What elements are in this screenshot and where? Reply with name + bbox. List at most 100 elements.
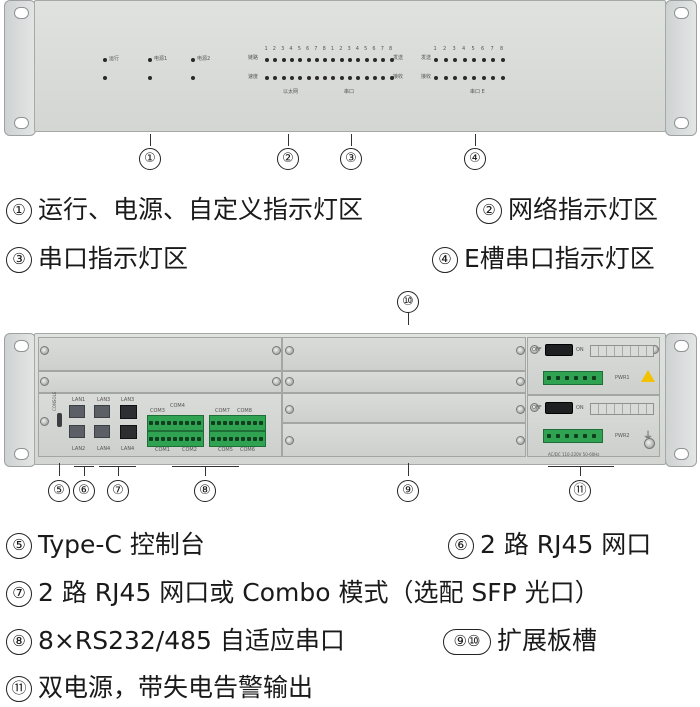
callout-line [351, 134, 352, 146]
indicator-led [331, 76, 336, 80]
indicator-led [289, 76, 294, 80]
port-number: 5 [297, 46, 301, 52]
rj45-port-lan3[interactable] [94, 405, 110, 418]
port-number: 3 [281, 46, 285, 52]
terminal-pin [223, 437, 227, 441]
terminal-pin [583, 434, 587, 438]
rj45-port-lan4[interactable] [94, 425, 110, 438]
row-label: 速度 [248, 74, 259, 80]
indicator-led [389, 58, 394, 62]
switch-off-label: OFF [532, 405, 542, 411]
indicator-led [453, 76, 457, 80]
indicator-led [500, 76, 505, 80]
indicator-led [314, 76, 319, 80]
terminal-pin [235, 437, 239, 441]
expansion-slot [282, 423, 526, 457]
status-led-label: 电源2 [197, 56, 211, 62]
terminal-pin [211, 437, 215, 441]
indicator-led [381, 76, 386, 80]
indicator-led [273, 76, 278, 80]
terminal-pin [211, 421, 215, 425]
terminal-pin [155, 437, 159, 441]
indicator-led [434, 76, 438, 80]
caption-number: ⑧ [6, 629, 32, 655]
caption-text: 扩展板槽 [497, 626, 598, 655]
screw [285, 436, 294, 445]
indicator-led [372, 76, 377, 80]
indicator-led [339, 58, 344, 62]
com-label: COM6 [240, 447, 255, 453]
terminal-pin [583, 376, 587, 380]
indicator-led [372, 58, 377, 62]
indicator-led [472, 58, 476, 62]
caption-number: ② [476, 198, 502, 224]
rj45-port-lan2[interactable] [69, 425, 85, 438]
power-switch-2[interactable] [545, 402, 573, 414]
terminal-pin [197, 437, 201, 441]
row-label: 链路 [248, 55, 259, 61]
callout-line [205, 466, 206, 476]
callout-4: ④ [464, 148, 486, 170]
indicator-led [306, 76, 311, 80]
callout-2: ② [277, 148, 299, 170]
indicator-led [356, 58, 361, 62]
row-label: 发送 [421, 55, 432, 61]
sfp-combo-port[interactable] [120, 405, 137, 419]
row-label: 接收 [421, 74, 432, 80]
callout-9: ⑨ [397, 480, 419, 502]
power-terminal-2[interactable] [543, 429, 603, 443]
spec-label-strip [590, 345, 654, 357]
terminal-pin [217, 437, 221, 441]
indicator-led [481, 58, 486, 62]
com-label: COM3 [150, 408, 165, 414]
sfp-combo-port[interactable] [120, 425, 137, 439]
callout-line [548, 466, 614, 467]
switch-on-label: ON [576, 347, 584, 353]
power-terminal-1[interactable] [543, 371, 603, 385]
row-label: 发送 [393, 55, 404, 61]
screw [516, 436, 525, 445]
callout-line [150, 134, 151, 146]
callout-line [84, 466, 85, 476]
rj45-port-lan1[interactable] [69, 405, 85, 418]
screw [516, 405, 525, 414]
caption-text: 2 路 RJ45 网口或 Combo 模式（选配 SFP 光口） [38, 578, 600, 607]
warning-icon [641, 370, 655, 382]
front-faceplate [34, 0, 666, 132]
port-number: 1 [433, 46, 437, 52]
power-switch-1[interactable] [545, 344, 573, 356]
indicator-led [306, 58, 311, 62]
caption-number: ⑤ [6, 533, 32, 559]
status-led-run-2 [103, 76, 107, 80]
screw [40, 377, 49, 386]
ear-hole [674, 117, 689, 129]
callout-line [408, 313, 409, 325]
status-led-power1-2 [148, 76, 152, 80]
indicator-led [298, 58, 303, 62]
indicator-led [491, 58, 495, 62]
expansion-slot [282, 393, 526, 423]
left-rack-ear [4, 0, 36, 136]
ear-hole [674, 340, 689, 352]
caption-text: E槽串口指示灯区 [464, 244, 655, 273]
com-label: COM2 [182, 447, 197, 453]
port-number: 3 [347, 46, 351, 52]
type-c-console-port[interactable] [57, 413, 62, 427]
port-number: 5 [471, 46, 475, 52]
caption-number: ⑥ [448, 533, 474, 559]
indicator-led [500, 58, 505, 62]
callout-line [288, 134, 289, 146]
callout-6: ⑥ [73, 480, 95, 502]
expansion-slot [282, 371, 526, 393]
caption-number: ⑦ [6, 581, 32, 607]
caption-number: ① [6, 198, 32, 224]
caption-text: 网络指示灯区 [508, 195, 659, 224]
switch-on-label: ON [576, 405, 584, 411]
status-led-label: 电源1 [154, 56, 168, 62]
pwr-label: PWR2 [615, 433, 630, 439]
